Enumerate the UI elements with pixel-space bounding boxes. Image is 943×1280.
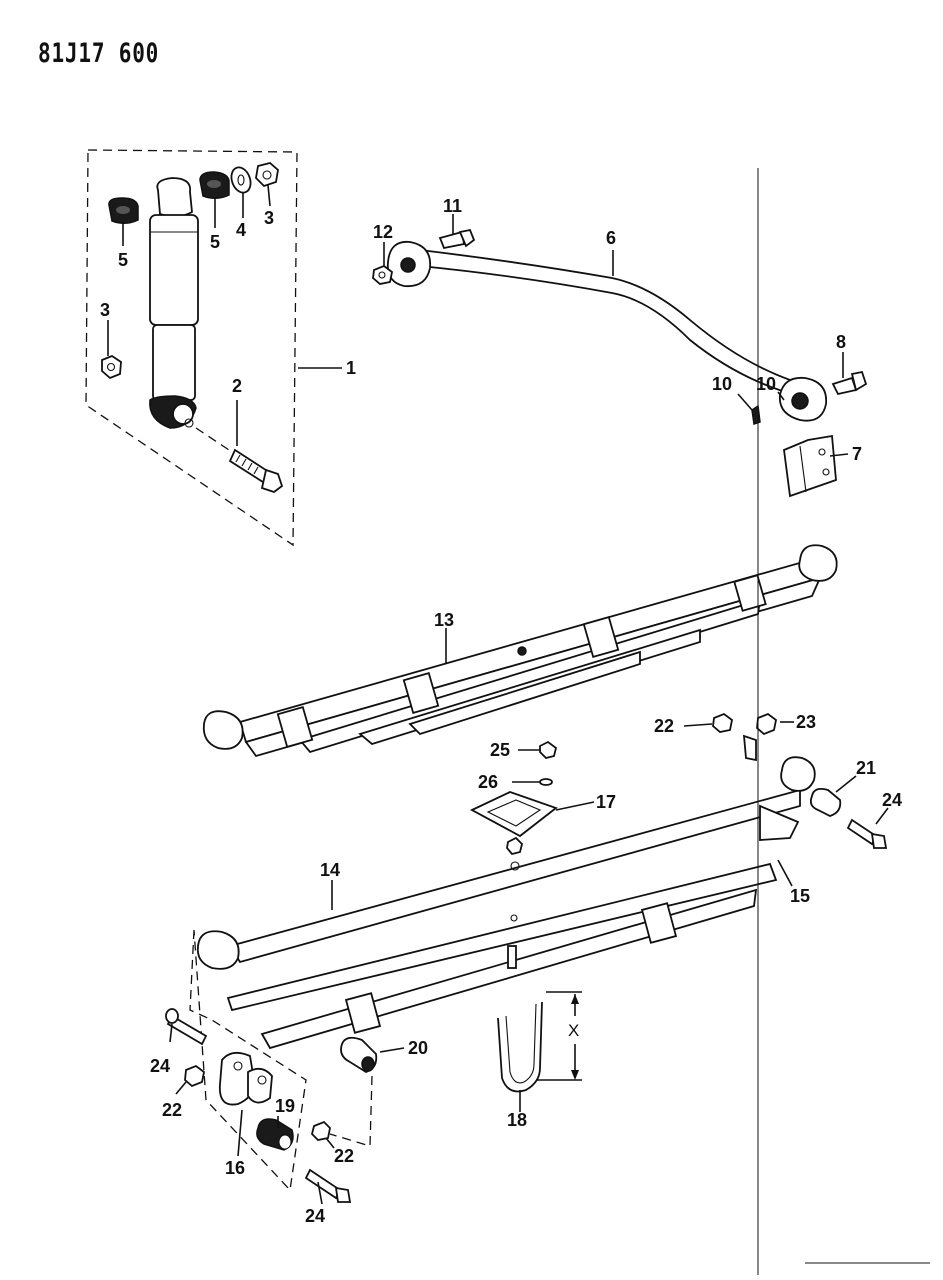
callout-18: 18: [507, 1110, 527, 1130]
callout-21: 21: [856, 758, 876, 778]
callout-22c: 22: [334, 1146, 354, 1166]
bolt: [228, 448, 284, 494]
spring-plate-group: [470, 740, 595, 1112]
callout-3b: 3: [264, 208, 274, 228]
nut-top: [255, 162, 279, 188]
callout-10b: 10: [756, 374, 776, 394]
bolt-8: [831, 376, 858, 396]
callout-22b: 22: [162, 1100, 182, 1120]
shackle-group: [165, 712, 889, 1205]
callout-labels: 1 2 3 3 4 5 5 6 7 8 10 10 11 12 13 14 15…: [100, 196, 902, 1226]
track-bar-bracket: [783, 434, 837, 498]
nut-23: [756, 712, 777, 736]
callout-6: 6: [606, 228, 616, 248]
nut-22-mid: [311, 1120, 331, 1141]
leaf-spring-15: [759, 804, 800, 841]
callout-16: 16: [225, 1158, 245, 1178]
track-bar: [419, 248, 798, 397]
callout-5b: 5: [210, 232, 220, 252]
bolt-24-bottom: [304, 1168, 352, 1203]
callout-2: 2: [232, 376, 242, 396]
callout-26: 26: [478, 772, 498, 792]
callout-19: 19: [275, 1096, 295, 1116]
callout-11: 11: [443, 196, 462, 216]
callout-8: 8: [836, 332, 846, 352]
shock-absorber: [149, 177, 199, 429]
bushing-left: [108, 197, 139, 224]
washer: [230, 166, 252, 194]
bushing-21: [809, 787, 842, 817]
callout-7: 7: [852, 444, 862, 464]
callout-15: 15: [790, 886, 810, 906]
callout-5a: 5: [118, 250, 128, 270]
nut-left: [101, 354, 122, 380]
bushing-right: [199, 171, 230, 199]
callout-3a: 3: [100, 300, 110, 320]
callout-22a: 22: [654, 716, 674, 736]
nut-22-left: [184, 1064, 205, 1088]
callout-17: 17: [596, 792, 616, 812]
shackle-kit-outline: [189, 929, 307, 1192]
callout-12: 12: [373, 222, 393, 242]
callout-14: 14: [320, 860, 340, 880]
nut-22-right: [712, 712, 733, 733]
track-bar-group: [372, 214, 868, 498]
callout-13: 13: [434, 610, 454, 630]
callout-23: 23: [796, 712, 816, 732]
washer-hole: [237, 174, 245, 186]
diagram-id: 81J17 600: [38, 38, 160, 69]
leaf-spring-13: [202, 544, 838, 758]
nut-25: [539, 740, 558, 759]
callout-25: 25: [490, 740, 510, 760]
nut-10: [751, 404, 761, 425]
callout-24a: 24: [150, 1056, 170, 1076]
dimension-x-label: X: [568, 1021, 579, 1040]
nut-plate: [506, 836, 523, 856]
callout-20: 20: [408, 1038, 428, 1058]
callout-24b: 24: [305, 1206, 325, 1226]
shock-kit-outline: [85, 149, 298, 547]
callout-1: 1: [346, 358, 356, 378]
callout-4: 4: [236, 220, 246, 240]
washer-26: [539, 778, 553, 786]
u-bolt: [497, 1001, 543, 1093]
spring-plate: [470, 791, 558, 838]
shock-absorber-group: [85, 149, 342, 547]
callout-10a: 10: [712, 374, 732, 394]
bolt-24-right: [846, 818, 888, 849]
leaf-spring-14: [196, 756, 816, 1050]
bolt-24-left: [165, 1008, 208, 1046]
bolt-11: [438, 230, 466, 250]
callout-24c: 24: [882, 790, 902, 810]
